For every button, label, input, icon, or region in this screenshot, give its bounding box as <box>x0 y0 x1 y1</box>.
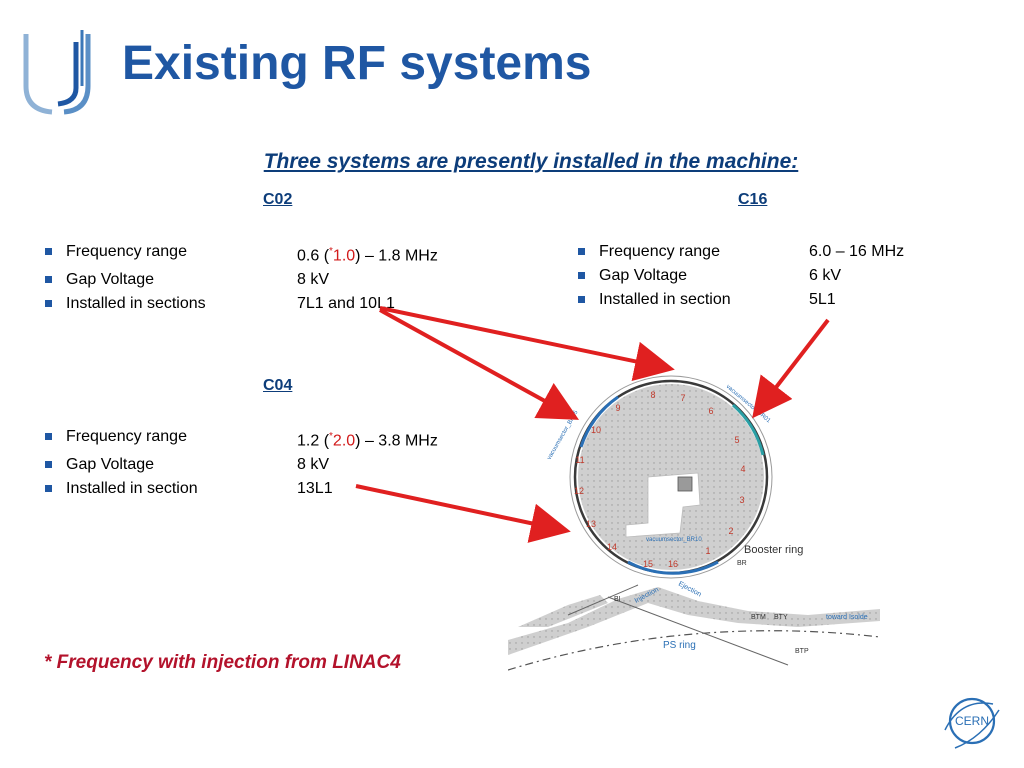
list-item: Installed in section 13L1 <box>45 477 438 501</box>
item-value: 1.2 (*2.0) – 3.8 MHz <box>297 431 438 450</box>
c04-heading: C04 <box>263 377 293 394</box>
toward-isolde-label: toward Isolde <box>826 614 868 621</box>
item-label: Installed in section <box>599 291 731 308</box>
section-number: 15 <box>643 559 653 569</box>
injection-area <box>518 595 608 627</box>
c02-heading: C02 <box>263 191 293 208</box>
bullet-icon <box>578 248 585 255</box>
section-numbers: 1 2 3 4 5 6 7 8 9 10 11 12 13 14 15 16 <box>574 390 746 569</box>
footnote: * Frequency with injection from LINAC4 <box>44 652 401 673</box>
list-item: Installed in section 5L1 <box>578 288 904 312</box>
section-number: 10 <box>591 425 601 435</box>
section-number: 6 <box>708 406 713 416</box>
c04-list: Frequency range 1.2 (*2.0) – 3.8 MHz Gap… <box>45 425 438 501</box>
c02-list: Frequency range 0.6 (*1.0) – 1.8 MHz Gap… <box>45 240 438 316</box>
section-number: 9 <box>615 403 620 413</box>
vacuum-sector-arc <box>579 395 619 448</box>
list-item: Frequency range 6.0 – 16 MHz <box>578 240 904 264</box>
item-value: 6 kV <box>809 267 842 284</box>
list-item: Gap Voltage 6 kV <box>578 264 904 288</box>
vacuum-label: vacuumsector_BR15 <box>547 409 580 461</box>
injection-line <box>567 584 639 616</box>
br-label: BR <box>737 560 747 567</box>
item-value: 8 kV <box>297 456 330 474</box>
section-number: 5 <box>734 435 739 445</box>
item-label: Installed in section <box>66 480 198 498</box>
bullet-icon <box>578 296 585 303</box>
bullet-icon <box>45 485 52 493</box>
list-item: Gap Voltage 8 kV <box>45 453 438 477</box>
item-value: 8 kV <box>297 271 330 289</box>
section-number: 2 <box>728 526 733 536</box>
item-value: 5L1 <box>809 291 836 308</box>
list-item: Frequency range 1.2 (*2.0) – 3.8 MHz <box>45 425 438 453</box>
bullet-icon <box>45 300 52 308</box>
item-label: Gap Voltage <box>66 271 155 289</box>
section-number: 7 <box>680 393 685 403</box>
item-value: 7L1 and 10L1 <box>297 295 395 313</box>
section-number: 14 <box>607 542 617 552</box>
section-number: 3 <box>739 495 744 505</box>
bullet-icon <box>45 248 52 255</box>
c16-list: Frequency range 6.0 – 16 MHz Gap Voltage… <box>578 240 904 312</box>
section-number: 4 <box>740 464 745 474</box>
cern-orbit <box>944 702 994 731</box>
item-label: Installed in sections <box>66 295 206 313</box>
item-label: Frequency range <box>66 428 187 445</box>
booster-ring-diagram: 1 2 3 4 5 6 7 8 9 10 11 12 13 14 15 16 v… <box>508 375 880 671</box>
ps-ring-line <box>508 630 880 671</box>
section-number: 16 <box>668 559 678 569</box>
slide-title: Existing RF systems <box>122 37 592 90</box>
list-item: Installed in sections 7L1 and 10L1 <box>45 292 438 316</box>
item-label: Frequency range <box>66 243 187 260</box>
btp-label: BTP <box>795 648 809 655</box>
bullet-icon <box>45 276 52 284</box>
cern-text: CERN <box>955 714 989 728</box>
item-value: 13L1 <box>297 480 333 498</box>
bi-label: BI <box>614 596 621 603</box>
item-label: Gap Voltage <box>66 456 155 474</box>
ejection-line <box>607 596 789 666</box>
booster-ring-label: Booster ring <box>744 544 803 556</box>
vacuum-sector-arc <box>732 403 765 456</box>
cern-logo: CERN <box>944 697 1000 749</box>
section-number: 12 <box>574 486 584 496</box>
bullet-icon <box>578 272 585 279</box>
transfer-area <box>508 587 880 655</box>
section-number: 8 <box>650 390 655 400</box>
vacuum-sector-arc <box>627 560 719 575</box>
item-value: 0.6 (*1.0) – 1.8 MHz <box>297 246 438 265</box>
bty-label: BTY <box>774 614 788 621</box>
arrow-c02-7l1 <box>379 306 675 382</box>
bullet-icon <box>45 461 52 469</box>
c16-heading: C16 <box>738 191 768 208</box>
ps-ring-label: PS ring <box>663 640 696 651</box>
item-label: Frequency range <box>599 243 720 260</box>
item-value: 6.0 – 16 MHz <box>809 243 905 260</box>
item-label: Gap Voltage <box>599 267 688 284</box>
bullet-icon <box>45 433 52 440</box>
central-block <box>677 476 693 492</box>
list-item: Gap Voltage 8 kV <box>45 268 438 292</box>
section-number: 13 <box>586 519 596 529</box>
section-number: 1 <box>705 546 710 556</box>
list-item: Frequency range 0.6 (*1.0) – 1.8 MHz <box>45 240 438 268</box>
vacuum-label: vacuumsector_BR10 <box>646 537 702 543</box>
btm-label: BTM <box>751 614 766 621</box>
slide-subtitle: Three systems are presently installed in… <box>263 150 799 173</box>
cern-orbit <box>954 709 1000 749</box>
university-logo <box>23 30 91 115</box>
section-number: 11 <box>575 455 584 465</box>
